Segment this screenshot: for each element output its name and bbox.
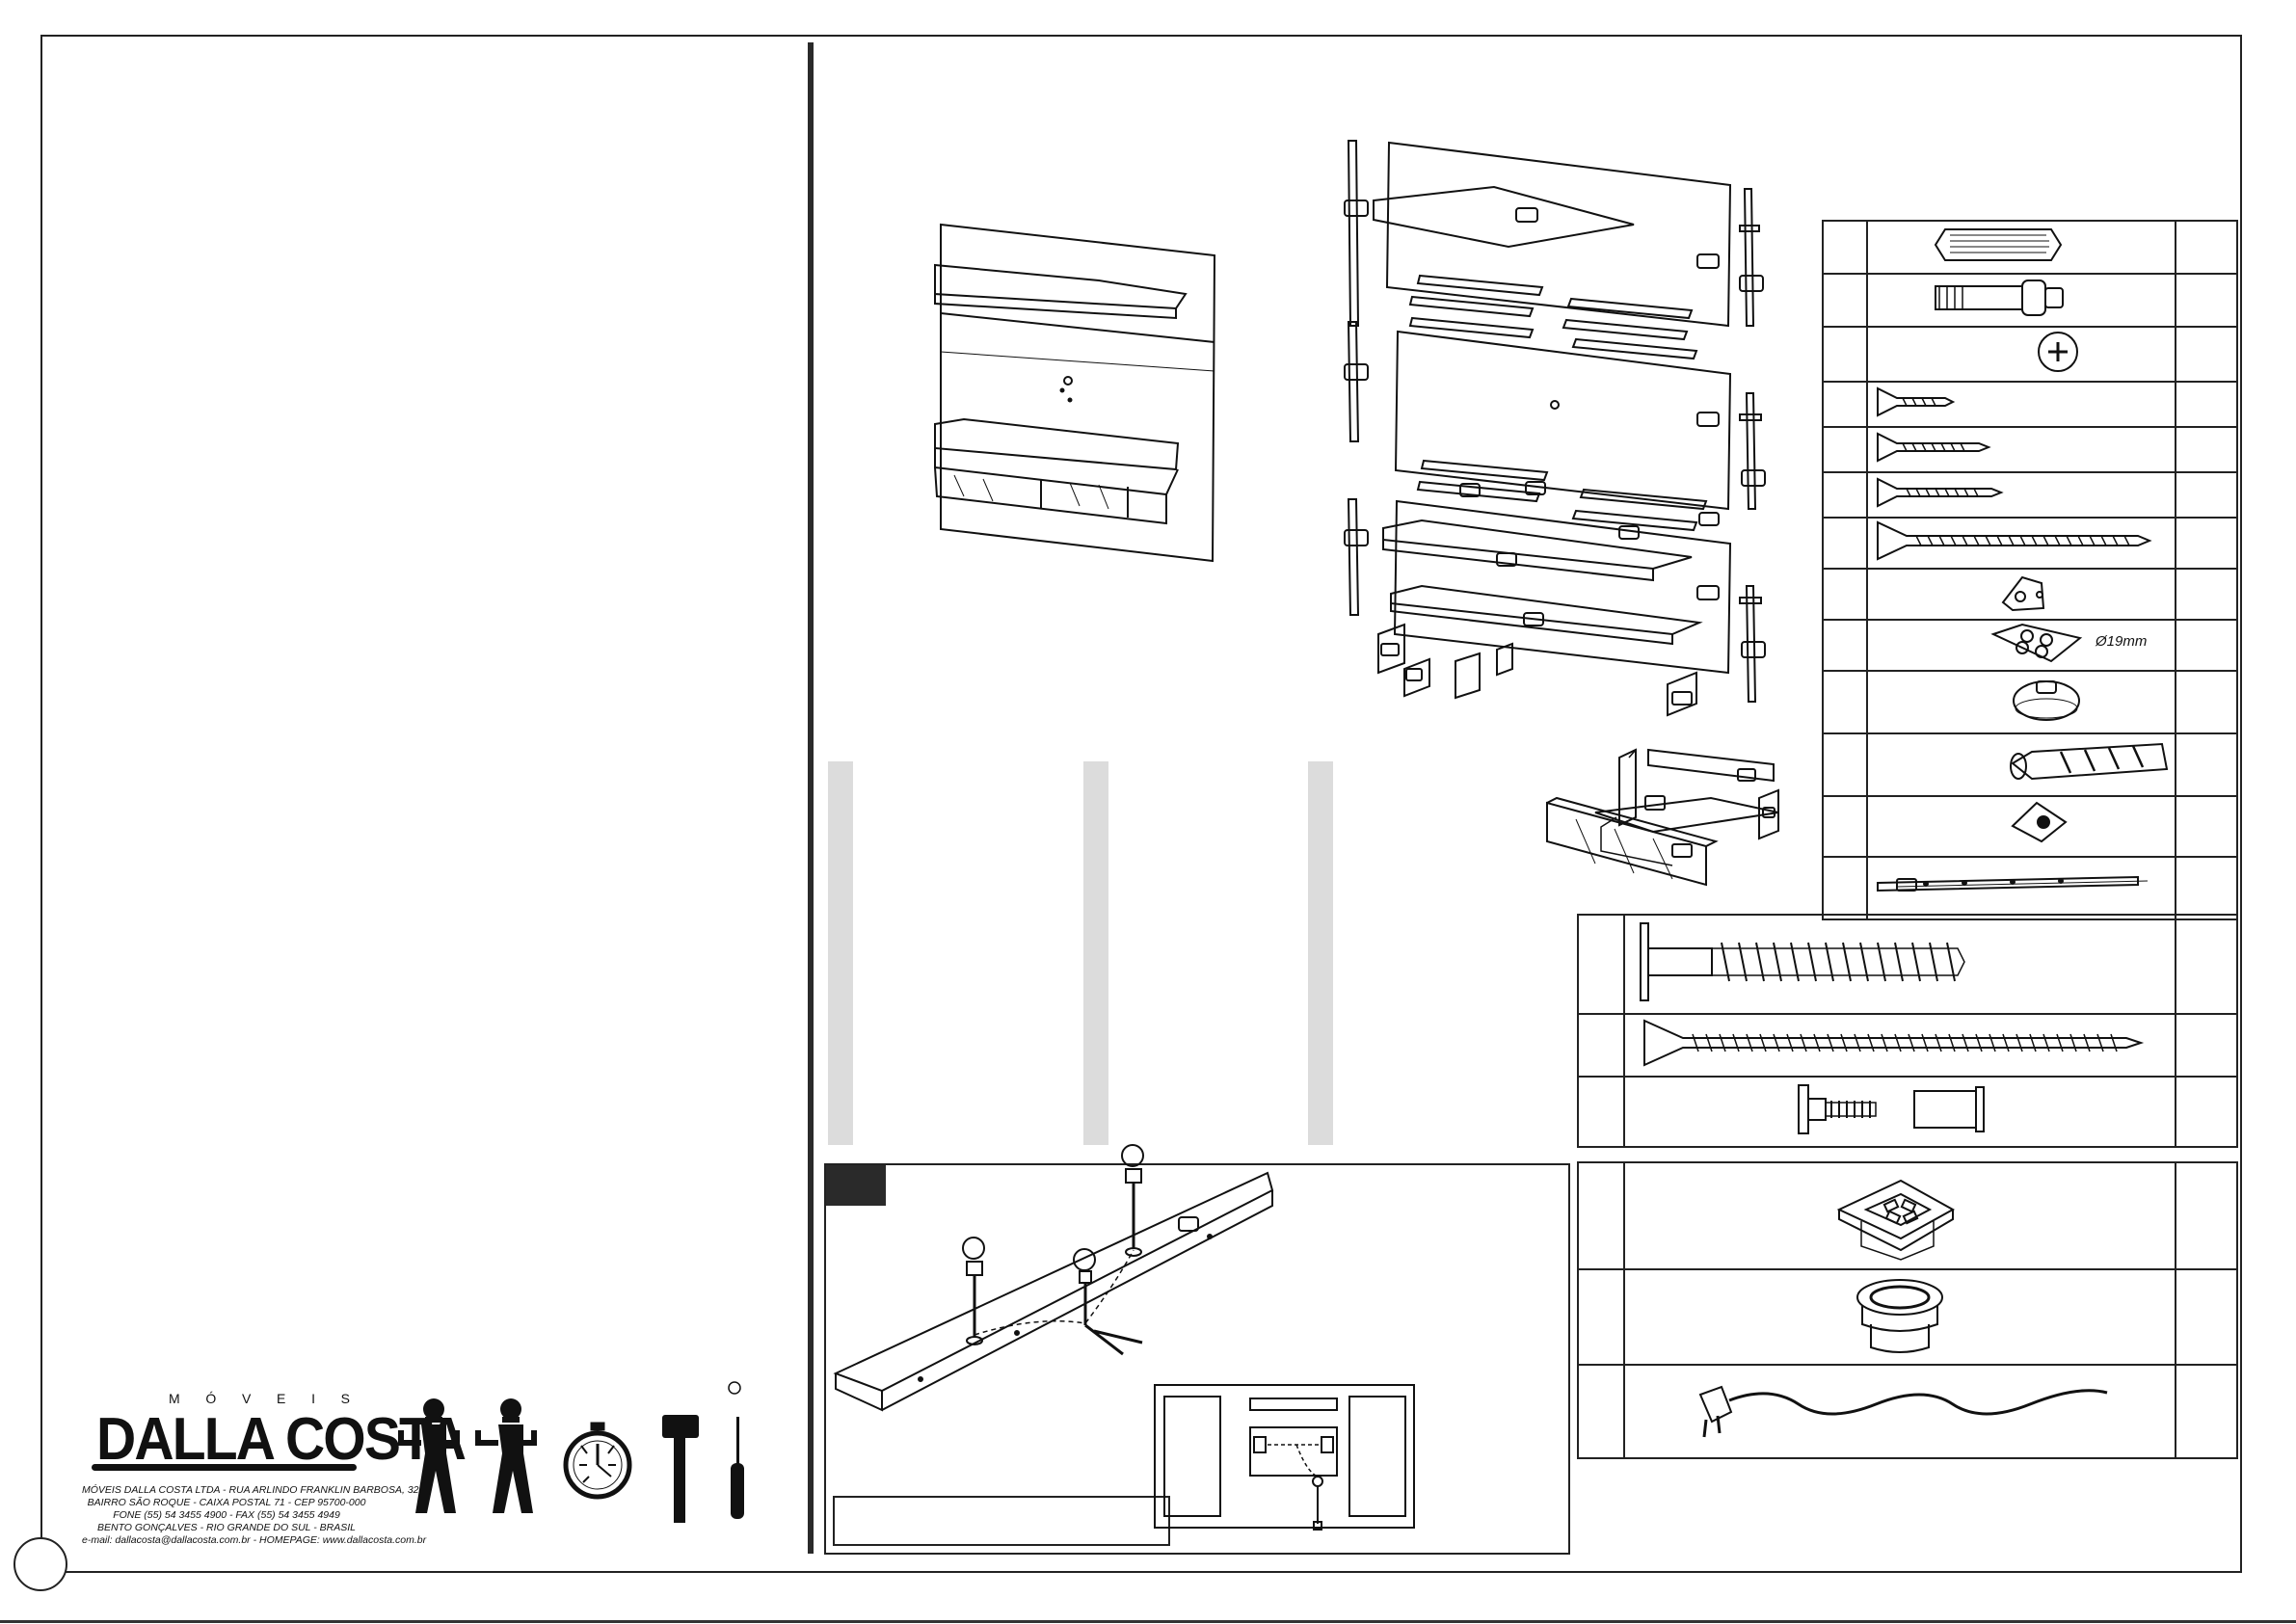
medium-screw-icon (1877, 432, 1991, 463)
power-cord-icon (1698, 1385, 2108, 1438)
cushion-pads-icon (1990, 623, 2083, 663)
screwdriver-icon (728, 1381, 744, 1519)
panel-strip-3 (1308, 761, 1333, 1145)
wood-dowel-icon (1934, 228, 2063, 261)
shelf-wiring-drawing (833, 1144, 1415, 1531)
assembled-furniture-drawing (934, 223, 1216, 563)
hardware-parts-table (1822, 220, 2238, 920)
wall-fastener-table (1577, 914, 2238, 1148)
two-people-icon (398, 1398, 537, 1513)
wall-anchor-icon (2010, 742, 2169, 781)
cap-icon (2013, 680, 2080, 721)
logo-underline (92, 1464, 357, 1471)
cam-bolt-icon (1935, 280, 2064, 316)
connector-bolt-icon (1798, 1084, 1985, 1134)
short-screw-icon (1877, 386, 1956, 417)
panel-strip-1 (828, 761, 853, 1145)
square-outlet-icon (1836, 1179, 1956, 1261)
page-number-circle (13, 1537, 67, 1591)
round-grommet-icon (1856, 1279, 1943, 1353)
drawer-slide-icon (1877, 875, 2149, 892)
wiring-detail-box (824, 1163, 1570, 1555)
long-screw-icon (1877, 477, 2004, 508)
stopwatch-icon (563, 1422, 632, 1500)
corner-bracket-icon (2001, 575, 2045, 612)
electric-parts-table (1577, 1161, 2238, 1459)
center-divider (808, 42, 814, 1554)
brand-logo: DALLA COSTA (96, 1406, 467, 1473)
exploded-view-drawing (1344, 140, 1779, 887)
page-frame (40, 35, 2242, 1573)
step-caption-box (833, 1496, 1170, 1546)
triangle-connector-icon (2011, 801, 2068, 843)
bottom-rule (0, 1620, 2296, 1623)
cam-lock-icon (2038, 332, 2078, 372)
company-address: MÓVEIS DALLA COSTA LTDA - RUA ARLINDO FR… (82, 1484, 431, 1546)
panel-strip-2 (1083, 761, 1108, 1145)
wall-bolt-icon (1640, 922, 1965, 1001)
logo-subtitle: M Ó V E I S (169, 1391, 352, 1406)
hammer-icon (662, 1415, 699, 1523)
extra-long-screw-icon (1877, 520, 2152, 561)
cushion-diameter-label: Ø19mm (2096, 633, 2148, 650)
step-number-tab (826, 1165, 886, 1206)
tools-icons (398, 1381, 744, 1523)
wall-screw-icon (1643, 1019, 2145, 1067)
